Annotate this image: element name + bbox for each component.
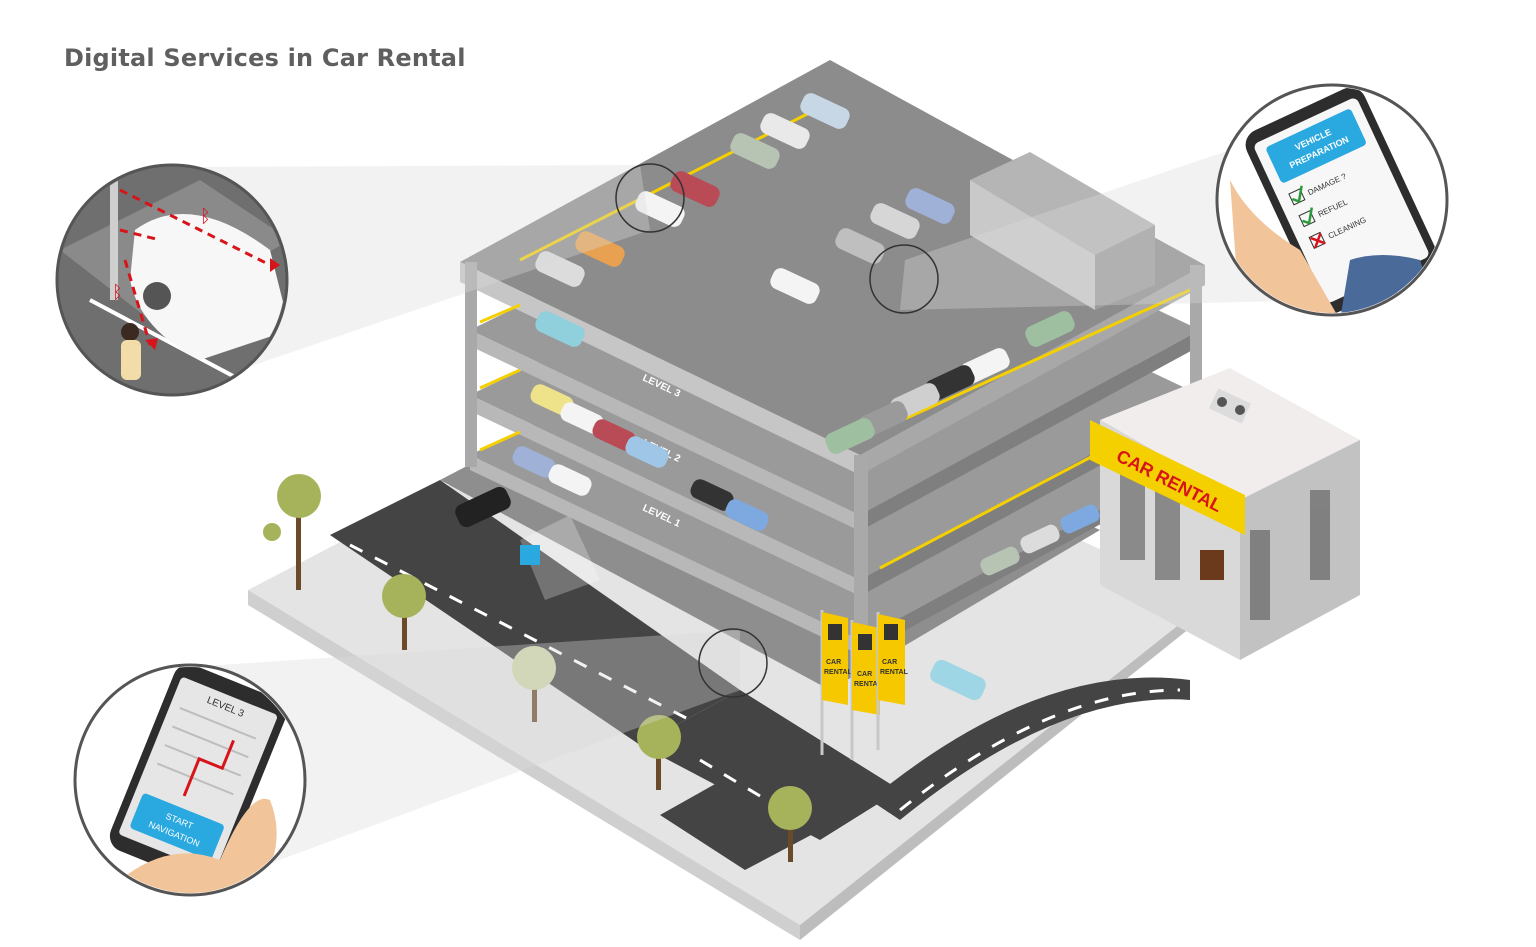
car-rental-banners: CAR RENTAL CAR RENTAL CAR RENTAL <box>820 610 909 760</box>
parked-cars <box>455 93 1100 701</box>
check-icon <box>1302 207 1314 225</box>
ac-fan-icon <box>1217 397 1227 407</box>
callout-bluetooth-parking: ᛒ ᛒ <box>55 163 289 397</box>
svg-text:RENTAL: RENTAL <box>824 669 853 676</box>
cross-icon <box>1310 232 1326 249</box>
car-rental-door-sign <box>1200 550 1224 580</box>
svg-text:RENTAL: RENTAL <box>854 681 883 688</box>
ac-fan-icon <box>1235 405 1245 415</box>
svg-text:CAR: CAR <box>826 659 841 666</box>
svg-text:CAR: CAR <box>882 659 897 666</box>
checklist-header <box>1266 109 1366 183</box>
bluetooth-icon: ᛒ <box>200 206 211 226</box>
car-rental-building: CAR RENTAL <box>1090 368 1360 660</box>
start-navigation-button[interactable] <box>129 792 225 860</box>
accessible-parking-icon <box>520 545 540 565</box>
page-title: Digital Services in Car Rental <box>64 44 466 72</box>
banner: CAR RENTAL <box>820 610 853 755</box>
building-sign <box>1090 420 1245 535</box>
zoom-markers <box>615 163 939 698</box>
hand <box>120 798 277 893</box>
svg-text:RENTAL: RENTAL <box>880 669 909 676</box>
callout-vehicle-preparation: VEHICLE PREPARATION DAMAGE ? REFUEL CLEA… <box>1215 83 1449 317</box>
banner: CAR RENTAL <box>876 612 909 750</box>
check-icon <box>1291 185 1303 204</box>
banner: CAR RENTAL <box>850 620 883 760</box>
bluetooth-icon: ᛒ <box>112 282 123 302</box>
route-path <box>182 739 235 797</box>
parking-garage: LEVEL 3 LEVEL 2 LEVEL 1 <box>460 60 1205 655</box>
svg-text:CAR: CAR <box>857 671 872 678</box>
road <box>330 480 1190 870</box>
trees <box>263 474 812 862</box>
callout-navigation: LEVEL 3 START NAVIGATION <box>73 663 307 897</box>
